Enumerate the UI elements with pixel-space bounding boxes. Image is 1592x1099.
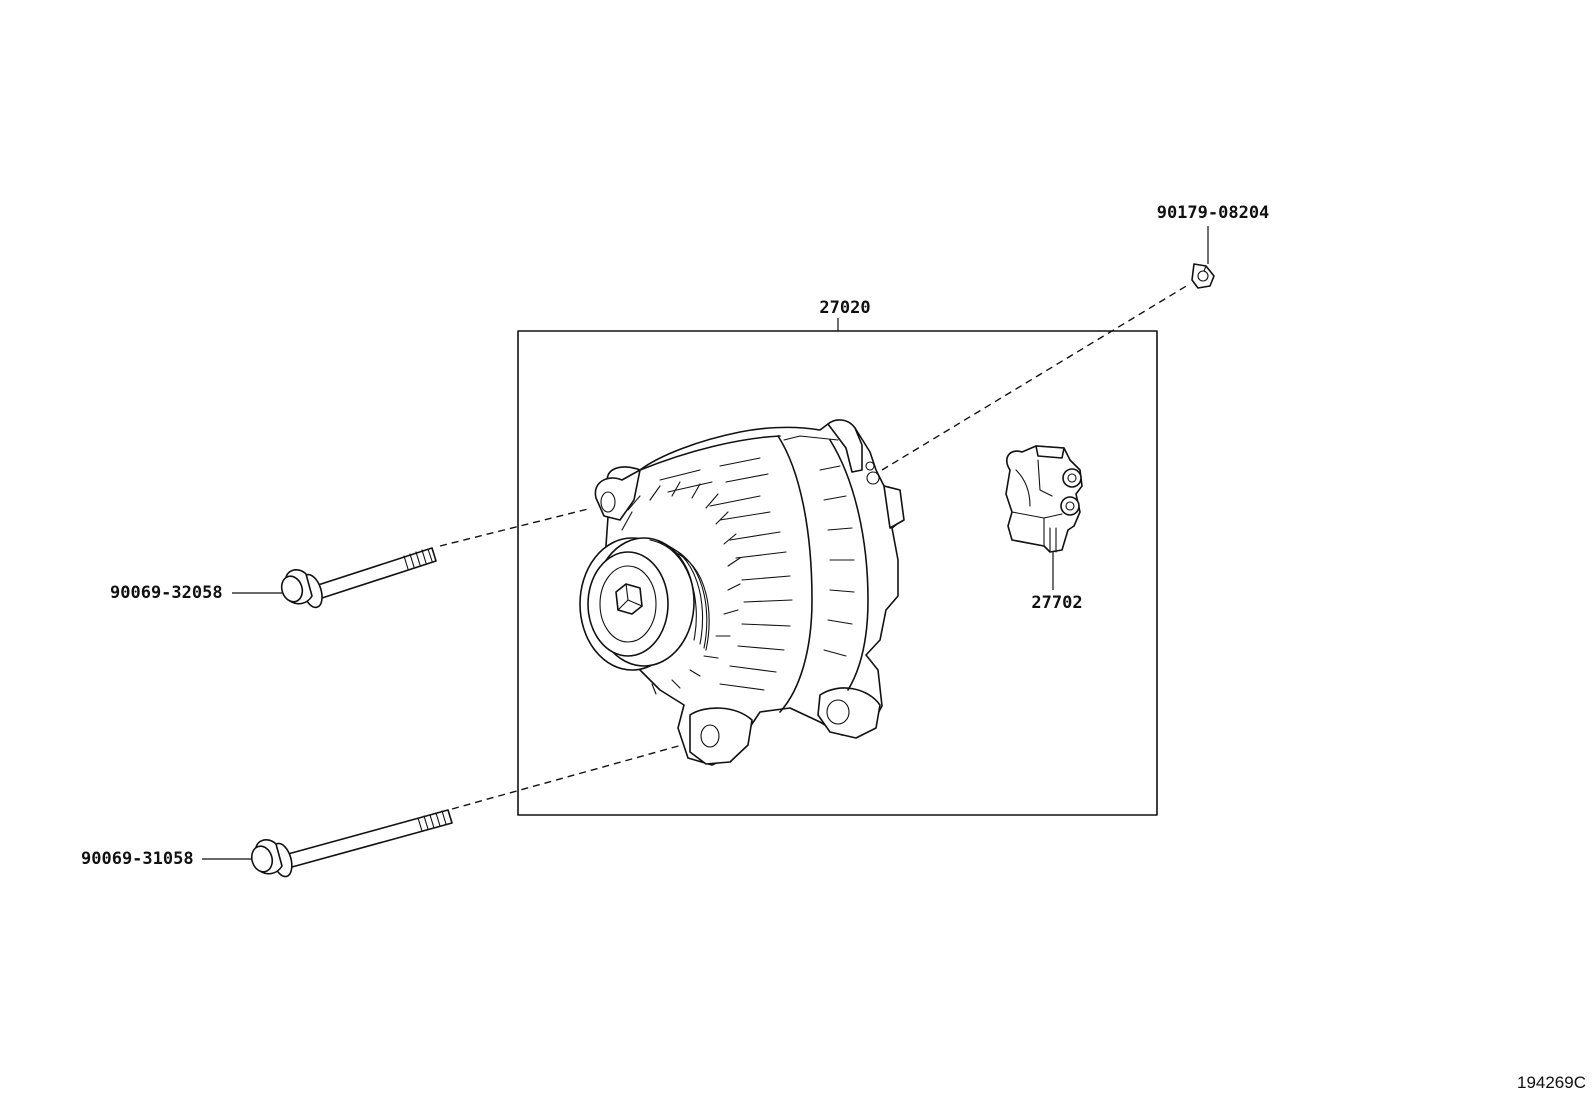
- callout-27020: 27020: [819, 298, 870, 318]
- dashed-line-upper-bolt: [439, 508, 589, 547]
- upper-bolt-drawing: [280, 547, 437, 609]
- regulator-drawing: [1005, 445, 1083, 553]
- figure-number: 194269C: [1517, 1073, 1586, 1092]
- dashed-line-nut: [881, 284, 1189, 471]
- nut-drawing: [1191, 263, 1215, 289]
- callout-90069-32058: 90069-32058: [110, 583, 223, 603]
- lower-bolt-drawing: [250, 809, 453, 878]
- dashed-line-lower-bolt: [451, 744, 683, 810]
- alternator-drawing: [579, 419, 905, 766]
- callout-27702: 27702: [1031, 593, 1082, 613]
- callout-90179-08204: 90179-08204: [1157, 203, 1270, 223]
- callout-90069-31058: 90069-31058: [81, 849, 194, 869]
